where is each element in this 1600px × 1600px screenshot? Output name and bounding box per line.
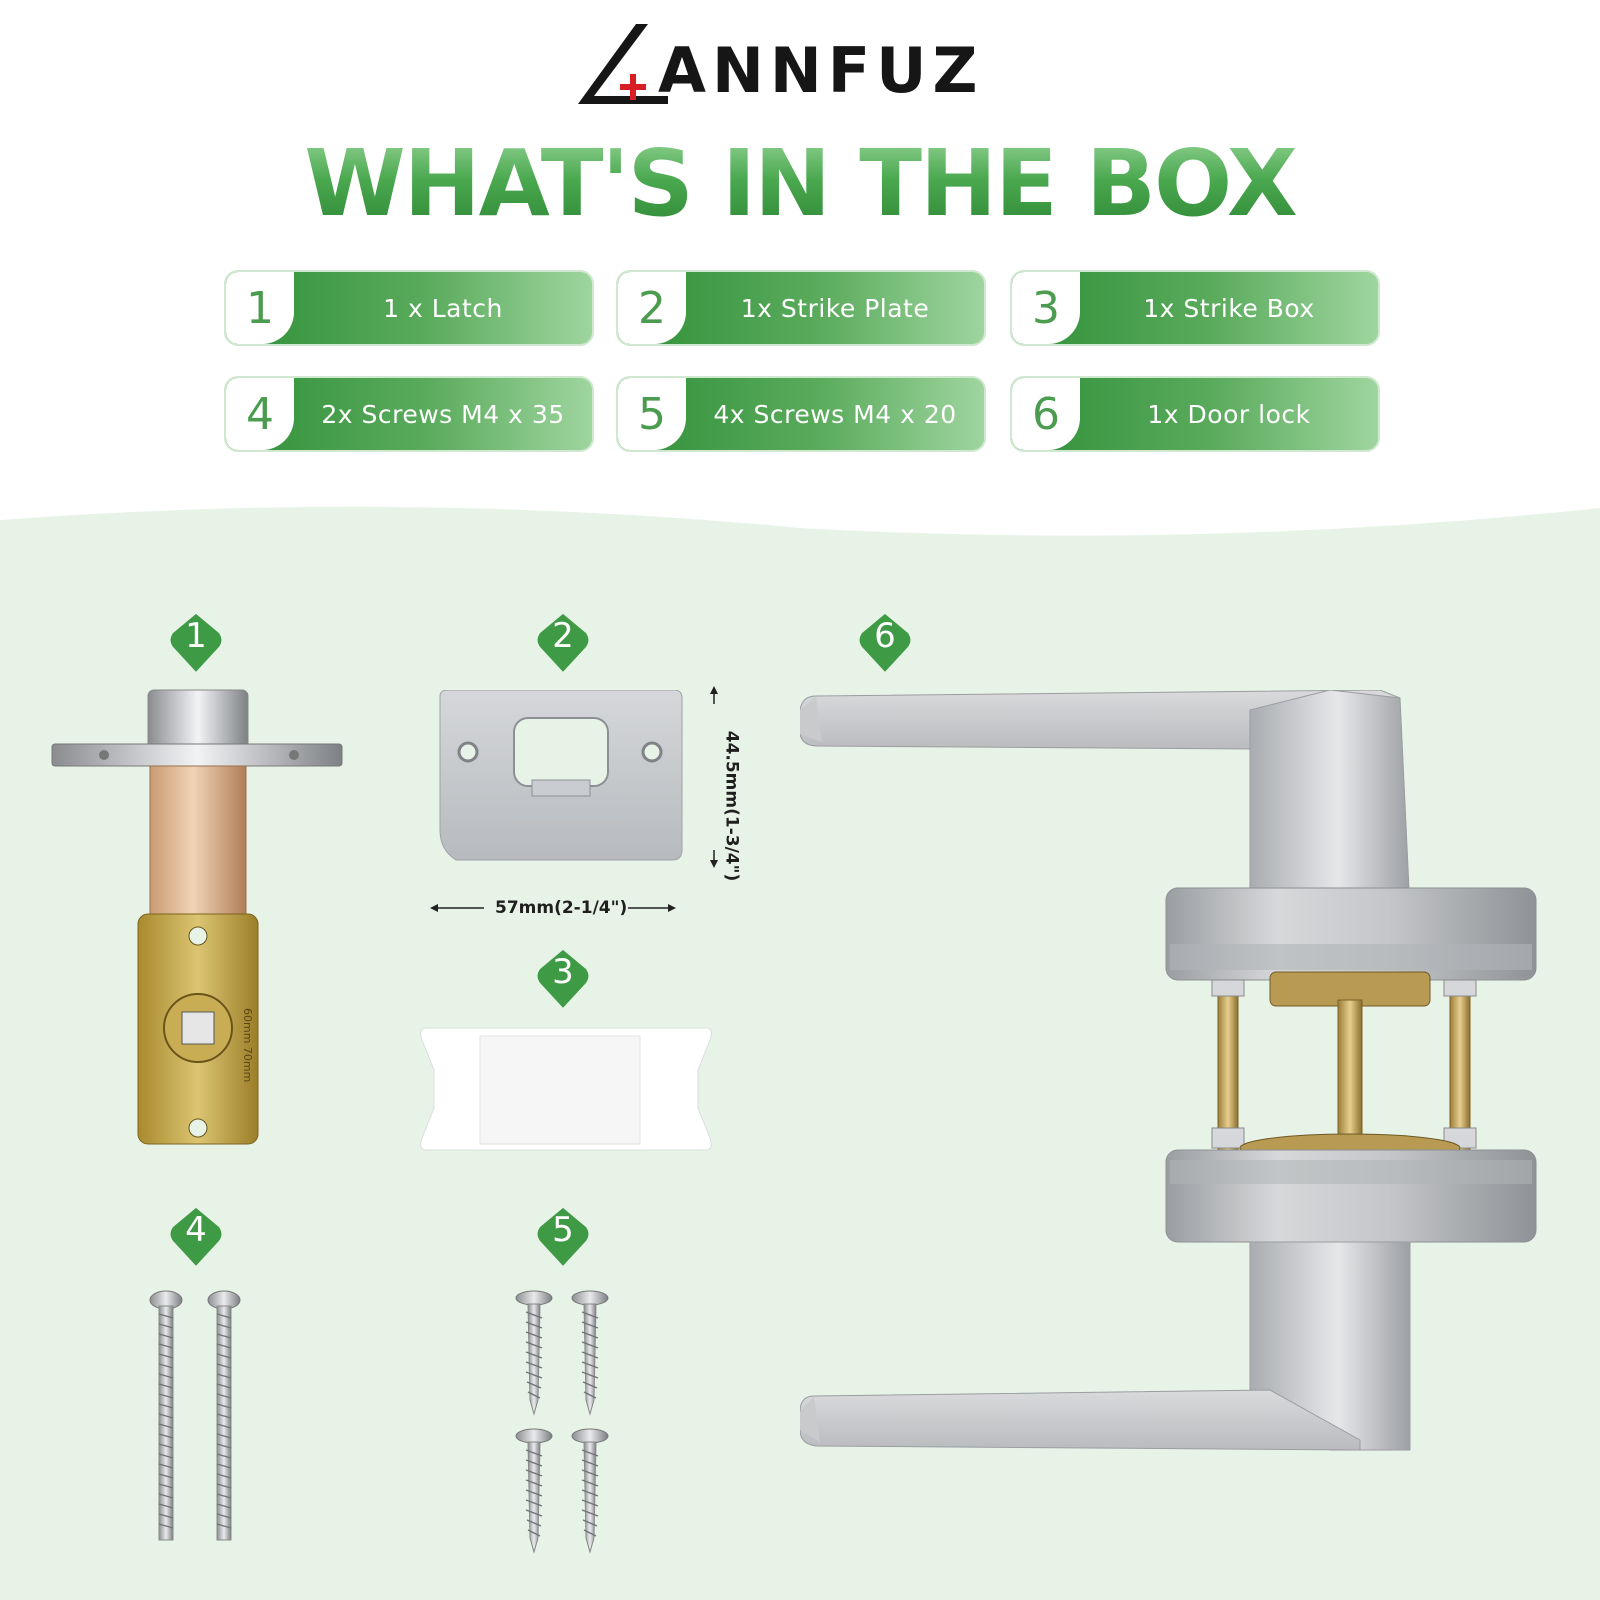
pill-label: 2x Screws M4 x 35 — [321, 399, 565, 429]
item-pill-strike-plate: 2 1x Strike Plate — [616, 270, 986, 346]
pill-label: 4x Screws M4 x 20 — [713, 399, 957, 429]
pill-number-bg — [1012, 272, 1080, 344]
dimension-height-label: 44.5mm(1-3/4") — [721, 730, 742, 882]
map-pin-icon — [168, 610, 224, 677]
screws-m4x20-image — [515, 1290, 609, 1553]
map-pin-icon — [535, 946, 591, 1013]
map-pin-icon — [535, 1204, 591, 1271]
badge-6: 6 — [857, 610, 913, 680]
pill-number-bg — [618, 272, 686, 344]
svg-text:60mm 70mm: 60mm 70mm — [241, 1008, 254, 1082]
pill-number: 5 — [638, 388, 666, 440]
strike-plate-image — [439, 690, 683, 861]
item-pill-strike-box: 3 1x Strike Box — [1010, 270, 1380, 346]
latch-image: 60mm 70mm — [51, 689, 343, 1145]
pill-label: 1x Strike Plate — [740, 293, 930, 323]
item-pill-latch: 1 1 x Latch — [224, 270, 594, 346]
map-pin-icon — [168, 1204, 224, 1271]
pill-label: 1x Door lock — [1147, 399, 1311, 429]
badge-1: 1 — [168, 610, 224, 680]
pill-number-bg — [1012, 378, 1080, 450]
dimension-arrows — [430, 686, 718, 912]
pill-label: 1x Strike Box — [1143, 293, 1315, 323]
item-pill-door-lock: 6 1x Door lock — [1010, 376, 1380, 452]
badge-number: 5 — [552, 1210, 574, 1250]
pill-number: 2 — [638, 282, 666, 334]
badge-3: 3 — [535, 946, 591, 1016]
pill-number: 4 — [246, 388, 274, 440]
item-pill-screws-m4x35: 4 2x Screws M4 x 35 — [224, 376, 594, 452]
badge-5: 5 — [535, 1204, 591, 1274]
pill-number-bg — [618, 378, 686, 450]
badge-4: 4 — [168, 1204, 224, 1274]
screws-m4x35-image — [149, 1290, 241, 1541]
pill-number-bg — [226, 272, 294, 344]
brand-name: ANNFUZ — [658, 34, 984, 107]
map-pin-icon — [535, 610, 591, 677]
badge-number: 6 — [874, 616, 896, 656]
badge-number: 2 — [552, 616, 574, 656]
page-title: WHAT'S IN THE BOX — [0, 138, 1600, 230]
badge-number: 4 — [185, 1210, 207, 1250]
pill-label: 1 x Latch — [383, 293, 503, 323]
brand-mark-icon — [578, 24, 668, 104]
badge-number: 1 — [185, 616, 207, 656]
item-pill-screws-m4x20: 5 4x Screws M4 x 20 — [616, 376, 986, 452]
pill-number: 3 — [1032, 282, 1060, 334]
strike-box-image — [420, 1027, 712, 1151]
badge-2: 2 — [535, 610, 591, 680]
pill-number-bg — [226, 378, 294, 450]
pill-number: 1 — [246, 282, 274, 334]
pill-number: 6 — [1032, 388, 1060, 440]
badge-number: 3 — [552, 952, 574, 992]
map-pin-icon — [857, 610, 913, 677]
lower-background — [0, 506, 1600, 1600]
brand-logo: ANNFUZ — [578, 22, 1028, 112]
dimension-width-label: 57mm(2-1/4") — [495, 898, 628, 918]
door-lock-image — [800, 690, 1537, 1451]
